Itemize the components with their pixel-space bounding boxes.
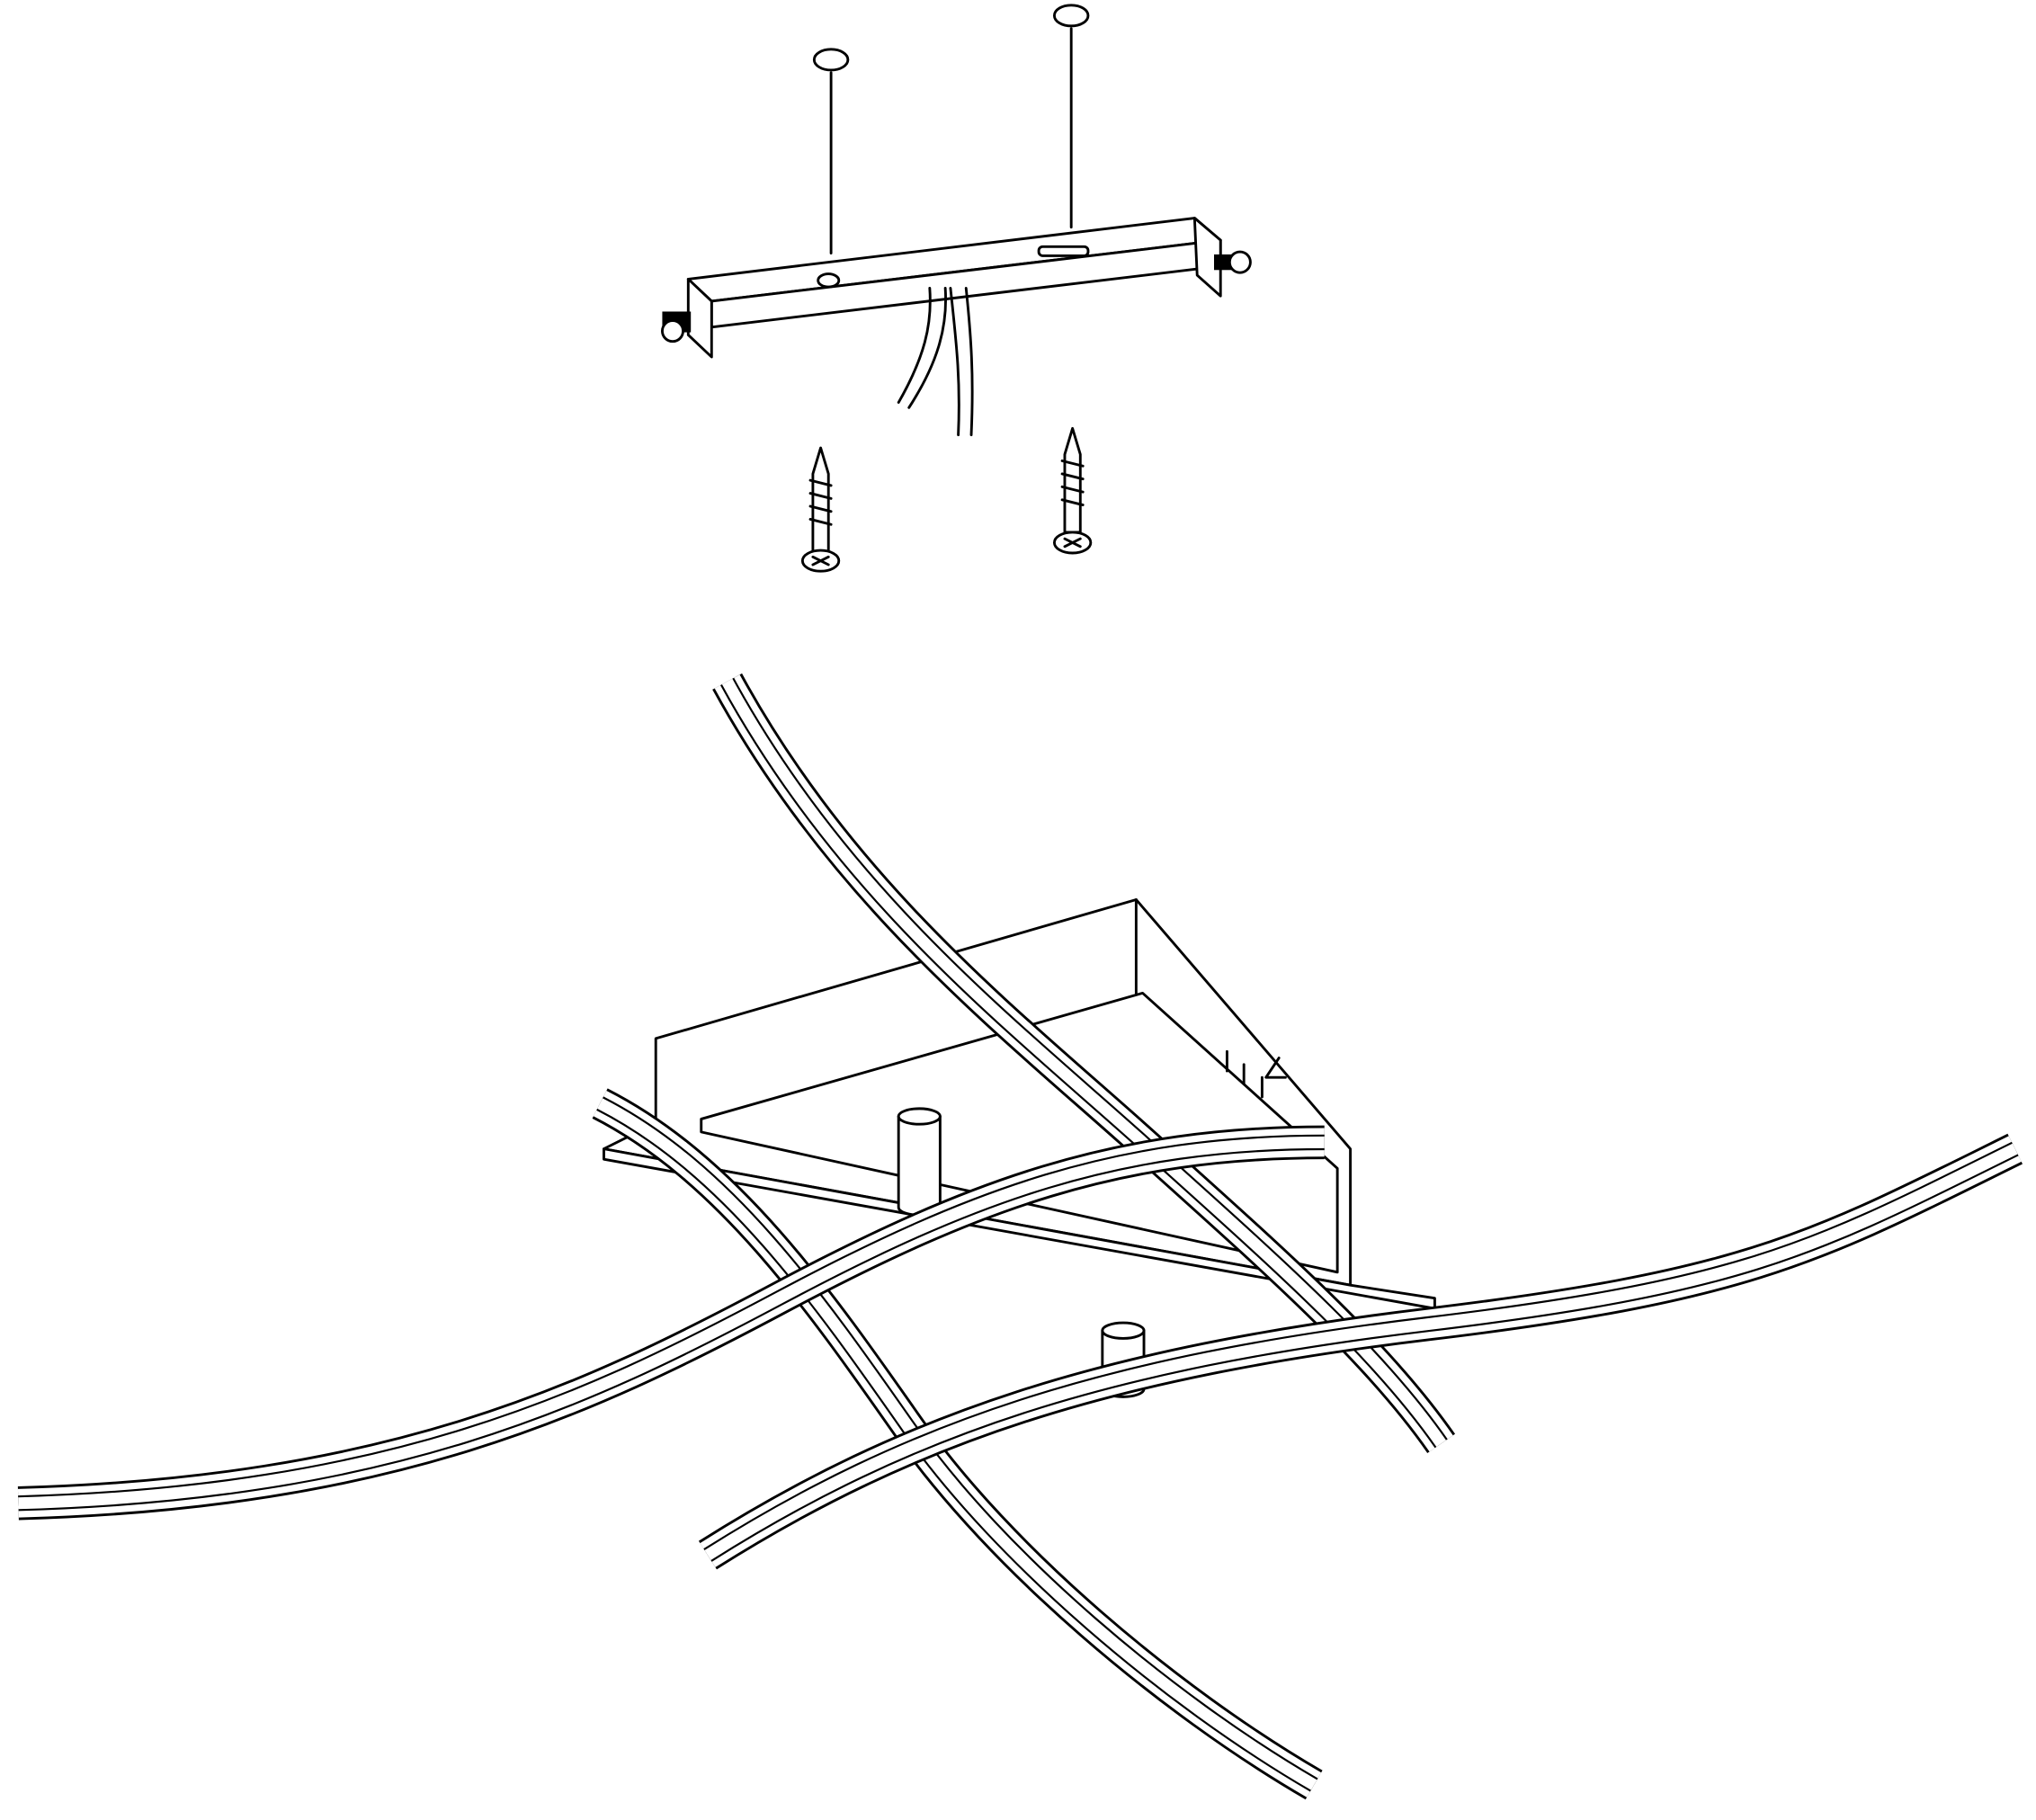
led-arm-diagonal-front: [592, 1088, 1323, 1800]
ceiling-hole-left: [812, 48, 850, 254]
supply-wires: [897, 287, 974, 437]
led-arm-left: [17, 1125, 1325, 1521]
wall-screw-left: [800, 446, 841, 573]
wall-screw-right: [1052, 426, 1093, 555]
bracket-screw-right: [1213, 250, 1252, 274]
led-arm-right: [698, 1133, 2023, 1570]
mounting-bracket: [686, 217, 1222, 359]
mounting-peg-left: [897, 1107, 942, 1217]
canopy-slots: [1225, 1049, 1287, 1099]
ceiling-hole-right: [1052, 4, 1090, 229]
canopy-base: [603, 898, 1436, 1310]
bracket-screw-left: [660, 311, 692, 343]
